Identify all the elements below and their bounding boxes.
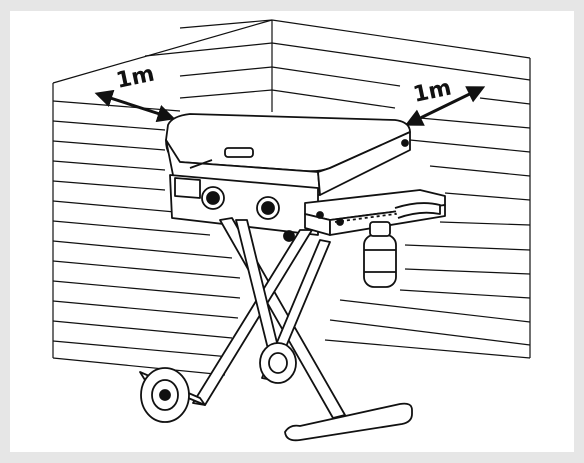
- left-wall: [52, 19, 273, 376]
- wheel-icon: [259, 342, 297, 384]
- rear-foot-bar: [284, 402, 413, 442]
- double-arrow-icon: [404, 86, 486, 126]
- grill-clearance-diagram: 1m 1m: [52, 19, 531, 442]
- double-arrow-icon: [94, 89, 176, 123]
- lid-handle: [224, 147, 254, 158]
- right-clearance-label: 1m: [411, 75, 454, 107]
- folding-stand: [139, 217, 413, 442]
- wheel-icon: [140, 367, 190, 423]
- right-clearance-arrow: 1m: [404, 75, 486, 126]
- installation-diagram-panel: 1m 1m: [10, 11, 574, 452]
- grill: [165, 113, 446, 288]
- control-knob-icon: [201, 186, 225, 210]
- gas-cylinder-icon: [363, 221, 397, 288]
- shelf-handle: [394, 202, 441, 219]
- left-clearance-label: 1m: [114, 61, 157, 93]
- control-knob-icon: [256, 196, 280, 220]
- right-wall: [271, 19, 531, 359]
